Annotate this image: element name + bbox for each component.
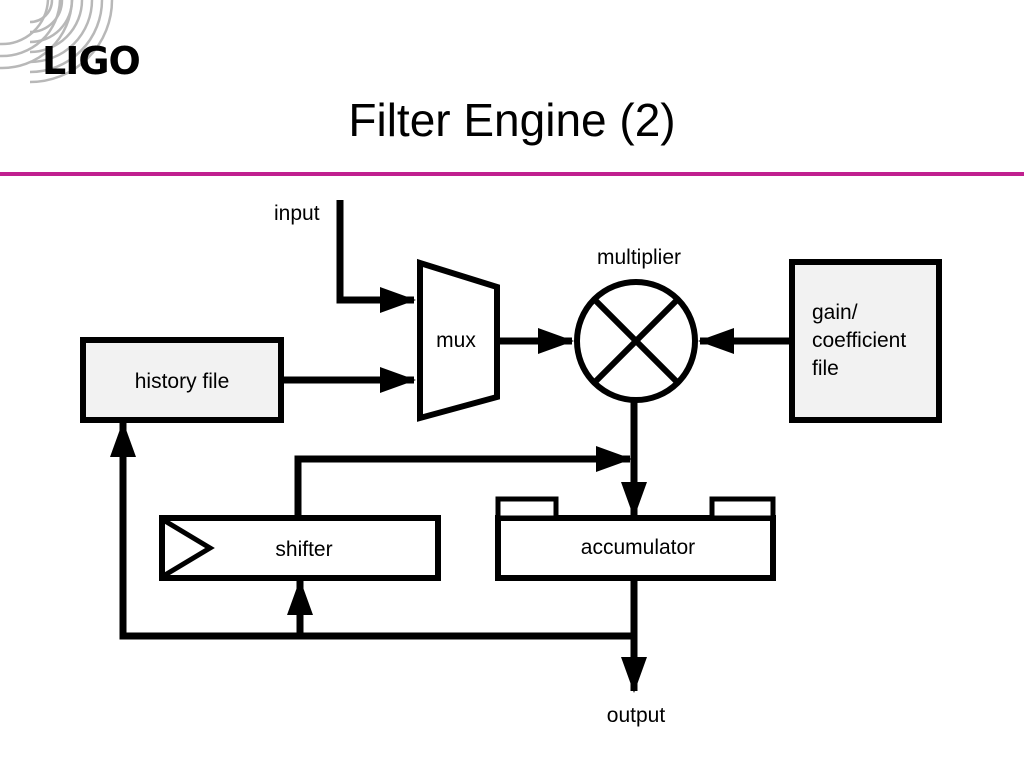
output-label: output (607, 704, 666, 727)
history-file-block: history file (80, 337, 284, 423)
gain-file-block: gain/ coefficient file (789, 259, 942, 423)
gain-file-box (789, 259, 942, 423)
logo-text: LIGO (42, 39, 140, 83)
history-file-label: history file (135, 370, 230, 393)
mux-block: mux (417, 258, 500, 422)
input-label: input (274, 202, 320, 225)
multiplier-cross-b (591, 296, 681, 386)
shifter-to-accumulator-arrow (294, 446, 632, 518)
gain-file-label-line2: coefficient (812, 329, 906, 352)
feedback-to-history-arrow (110, 421, 634, 640)
title-rule (0, 172, 1024, 176)
mux-shape (417, 258, 500, 422)
slide-title: Filter Engine (2) (348, 94, 675, 146)
input-arrow (336, 200, 416, 313)
accumulator-tab-left (495, 496, 559, 521)
accumulator-tab-right (709, 496, 776, 521)
multiplier-label: multiplier (597, 246, 681, 269)
gain-file-label-line1: gain/ (812, 301, 858, 324)
mux-label: mux (436, 329, 476, 352)
logo-arcs (0, 0, 114, 84)
history-file-box (80, 337, 284, 423)
shifter-block: shifter (159, 515, 441, 581)
shifter-clock-icon (163, 518, 215, 578)
ligo-logo: LIGO (0, 0, 141, 84)
multiplier-block: multiplier (574, 246, 698, 403)
accumulator-block: accumulator (495, 496, 776, 581)
shifter-label: shifter (275, 538, 332, 561)
gain-file-label-line3: file (812, 357, 839, 380)
accumulator-box (495, 515, 776, 581)
accumulator-label: accumulator (581, 536, 695, 559)
